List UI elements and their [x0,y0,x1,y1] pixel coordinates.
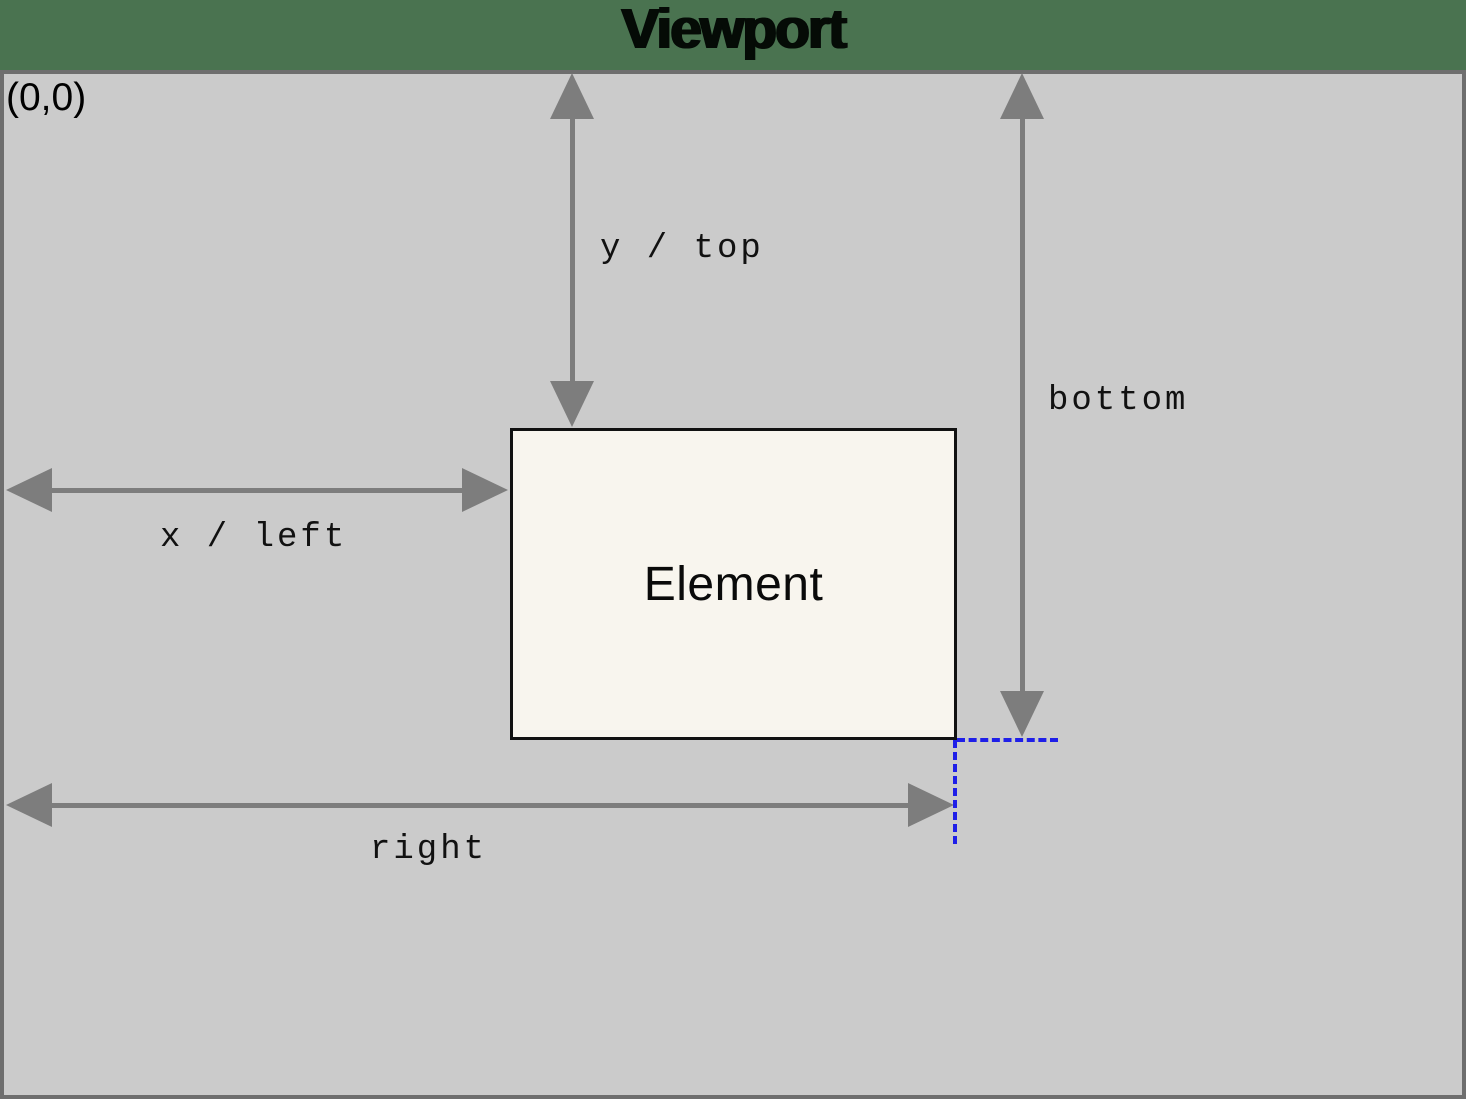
guide-line-vertical [953,740,957,844]
arrow-line [52,802,908,808]
arrow-line [569,119,575,381]
arrow-x-left [6,468,508,512]
origin-label: (0,0) [6,76,87,119]
viewport-title: Viewport [621,0,847,61]
label-bottom: bottom [1048,382,1189,420]
arrowhead-right-icon [908,783,954,827]
guide-line-horizontal [957,738,1058,742]
arrow-y-top [550,73,594,427]
label-x-left: x / left [160,519,348,557]
arrow-line [1019,119,1025,691]
arrow-bottom [1000,73,1044,737]
arrowhead-left-icon [6,783,52,827]
arrowhead-up-icon [1000,73,1044,119]
arrow-line [52,487,462,493]
arrowhead-down-icon [550,381,594,427]
label-y-top: y / top [600,230,764,268]
arrowhead-down-icon [1000,691,1044,737]
element-box: Element [510,428,957,740]
arrowhead-right-icon [462,468,508,512]
element-label: Element [643,557,824,611]
arrowhead-up-icon [550,73,594,119]
label-right: right [370,831,488,869]
arrow-right [6,783,954,827]
arrowhead-left-icon [6,468,52,512]
